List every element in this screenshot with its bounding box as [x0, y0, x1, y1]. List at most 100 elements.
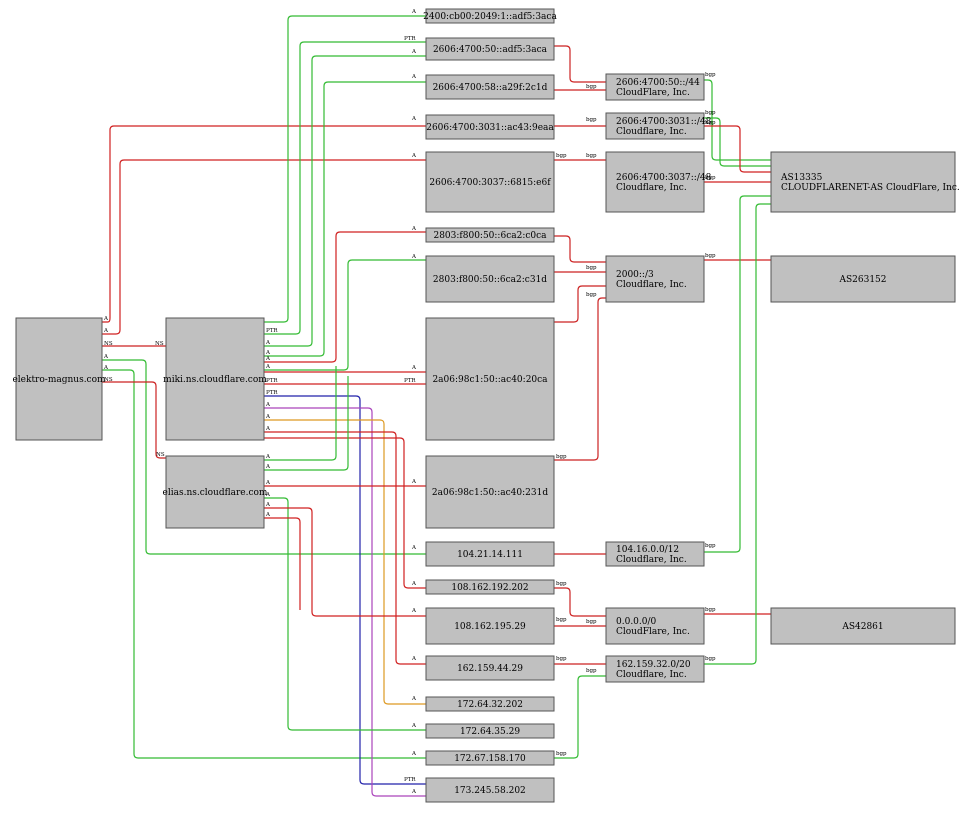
node-box [165, 317, 265, 441]
node-box [165, 455, 265, 529]
edge-label: bgp [556, 454, 567, 460]
edge-label: bgp [586, 292, 597, 298]
node-box [605, 73, 705, 101]
node-box [425, 317, 555, 441]
node-ip15[interactable]: 172.64.35.29 [425, 723, 555, 739]
edge-41 [704, 125, 771, 173]
edge-24 [264, 507, 426, 617]
node-label-line1: 2606:4700:3031::/48 [616, 117, 712, 127]
node-box [605, 112, 705, 140]
edge-18 [264, 431, 426, 665]
node-ip10[interactable]: 104.21.14.111 [425, 541, 555, 567]
edge-label: NS [155, 341, 164, 347]
node-label: 173.245.58.202 [454, 786, 526, 796]
edge-label: A [103, 316, 109, 322]
node-ip17[interactable]: 173.245.58.202 [425, 777, 555, 803]
node-box [425, 114, 555, 140]
edge-label: bgp [586, 153, 597, 159]
node-ip16[interactable]: 172.67.158.170 [425, 750, 555, 766]
edge-23 [264, 497, 426, 731]
node-as2[interactable]: AS263152 [770, 255, 956, 303]
node-as3[interactable]: AS42861 [770, 607, 956, 645]
edge-label: A [411, 254, 417, 260]
node-box [770, 151, 956, 213]
node-ip1[interactable]: 2400:cb00:2049:1::adf5:3aca [423, 8, 557, 24]
edge-11 [264, 231, 426, 363]
edge-17 [264, 419, 426, 705]
node-ip3[interactable]: 2606:4700:58::a29f:2c1d [425, 74, 555, 100]
edge-label: A [265, 454, 271, 460]
edge-label: bgp [586, 265, 597, 271]
node-label: AS42861 [841, 622, 883, 632]
node-ip4[interactable]: 2606:4700:3031::ac43:9eaa [425, 114, 555, 140]
node-ip5[interactable]: 2606:4700:3037::6815:e6f [425, 151, 555, 213]
edge-label: bgp [705, 543, 716, 549]
edge-5 [102, 369, 426, 759]
node-ip6[interactable]: 2803:f800:50::6ca2:c0ca [425, 227, 555, 243]
node-box [770, 255, 956, 303]
node-label-line1: 162.159.32.0/20 [616, 660, 691, 670]
edge-label: A [103, 328, 109, 334]
node-label: 2400:cb00:2049:1::adf5:3aca [423, 12, 557, 22]
node-ip11[interactable]: 108.162.192.202 [425, 579, 555, 595]
node-box [425, 723, 555, 739]
node-box [425, 37, 555, 61]
node-ip13[interactable]: 162.159.44.29 [425, 655, 555, 681]
node-box [425, 151, 555, 213]
edge-label: A [411, 608, 417, 614]
node-label-line1: 2606:4700:50::/44 [616, 78, 700, 88]
edge-25 [264, 517, 301, 610]
node-ip9[interactable]: 2a06:98c1:50::ac40:231d [425, 455, 555, 529]
edge-8 [264, 41, 426, 335]
edge-label: A [411, 696, 417, 702]
node-elektro[interactable]: elektro-magnus.com [12, 317, 106, 441]
edge-label: A [411, 479, 417, 485]
node-ip2[interactable]: 2606:4700:50::adf5:3aca [425, 37, 555, 61]
node-ip12[interactable]: 108.162.195.29 [425, 607, 555, 645]
node-ip14[interactable]: 172.64.32.202 [425, 696, 555, 712]
edge-label: bgp [705, 120, 716, 126]
node-elias[interactable]: elias.ns.cloudflare.com [163, 455, 268, 529]
node-ip8[interactable]: 2a06:98c1:50::ac40:20ca [425, 317, 555, 441]
edge-label: bgp [705, 110, 716, 116]
node-label: 172.64.35.29 [460, 727, 520, 737]
edge-40 [704, 117, 771, 167]
edge-label: bgp [556, 581, 567, 587]
edge-label: A [411, 581, 417, 587]
edge-46 [704, 203, 771, 665]
node-label-line1: 104.16.0.0/12 [616, 545, 679, 555]
edge-label: bgp [556, 751, 567, 757]
edge-16 [264, 407, 426, 797]
node-label-line2: Cloudflare, Inc. [616, 280, 687, 290]
edge-label: bgp [586, 117, 597, 123]
node-label: elias.ns.cloudflare.com [163, 488, 268, 498]
node-box [605, 607, 705, 645]
edge-label: bgp [705, 72, 716, 78]
node-label: 2606:4700:58::a29f:2c1d [433, 83, 548, 93]
node-box [425, 777, 555, 803]
edge-label: A [265, 414, 271, 420]
edge-30 [554, 235, 606, 263]
node-miki[interactable]: miki.ns.cloudflare.com [163, 317, 267, 441]
edge-label: A [411, 365, 417, 371]
node-label: 2803:f800:50::6ca2:c0ca [433, 231, 547, 241]
edge-label: A [265, 340, 271, 346]
node-label: 162.159.44.29 [457, 664, 523, 674]
edge-label: PTR [404, 777, 416, 783]
edge-1 [102, 125, 426, 323]
edge-label: A [103, 365, 109, 371]
node-box [770, 607, 956, 645]
node-label: 172.67.158.170 [454, 754, 526, 764]
node-label-line1: 0.0.0.0/0 [616, 617, 657, 627]
node-label: 2a06:98c1:50::ac40:20ca [432, 375, 548, 385]
node-ip7[interactable]: 2803:f800:50::6ca2:c31d [425, 255, 555, 303]
